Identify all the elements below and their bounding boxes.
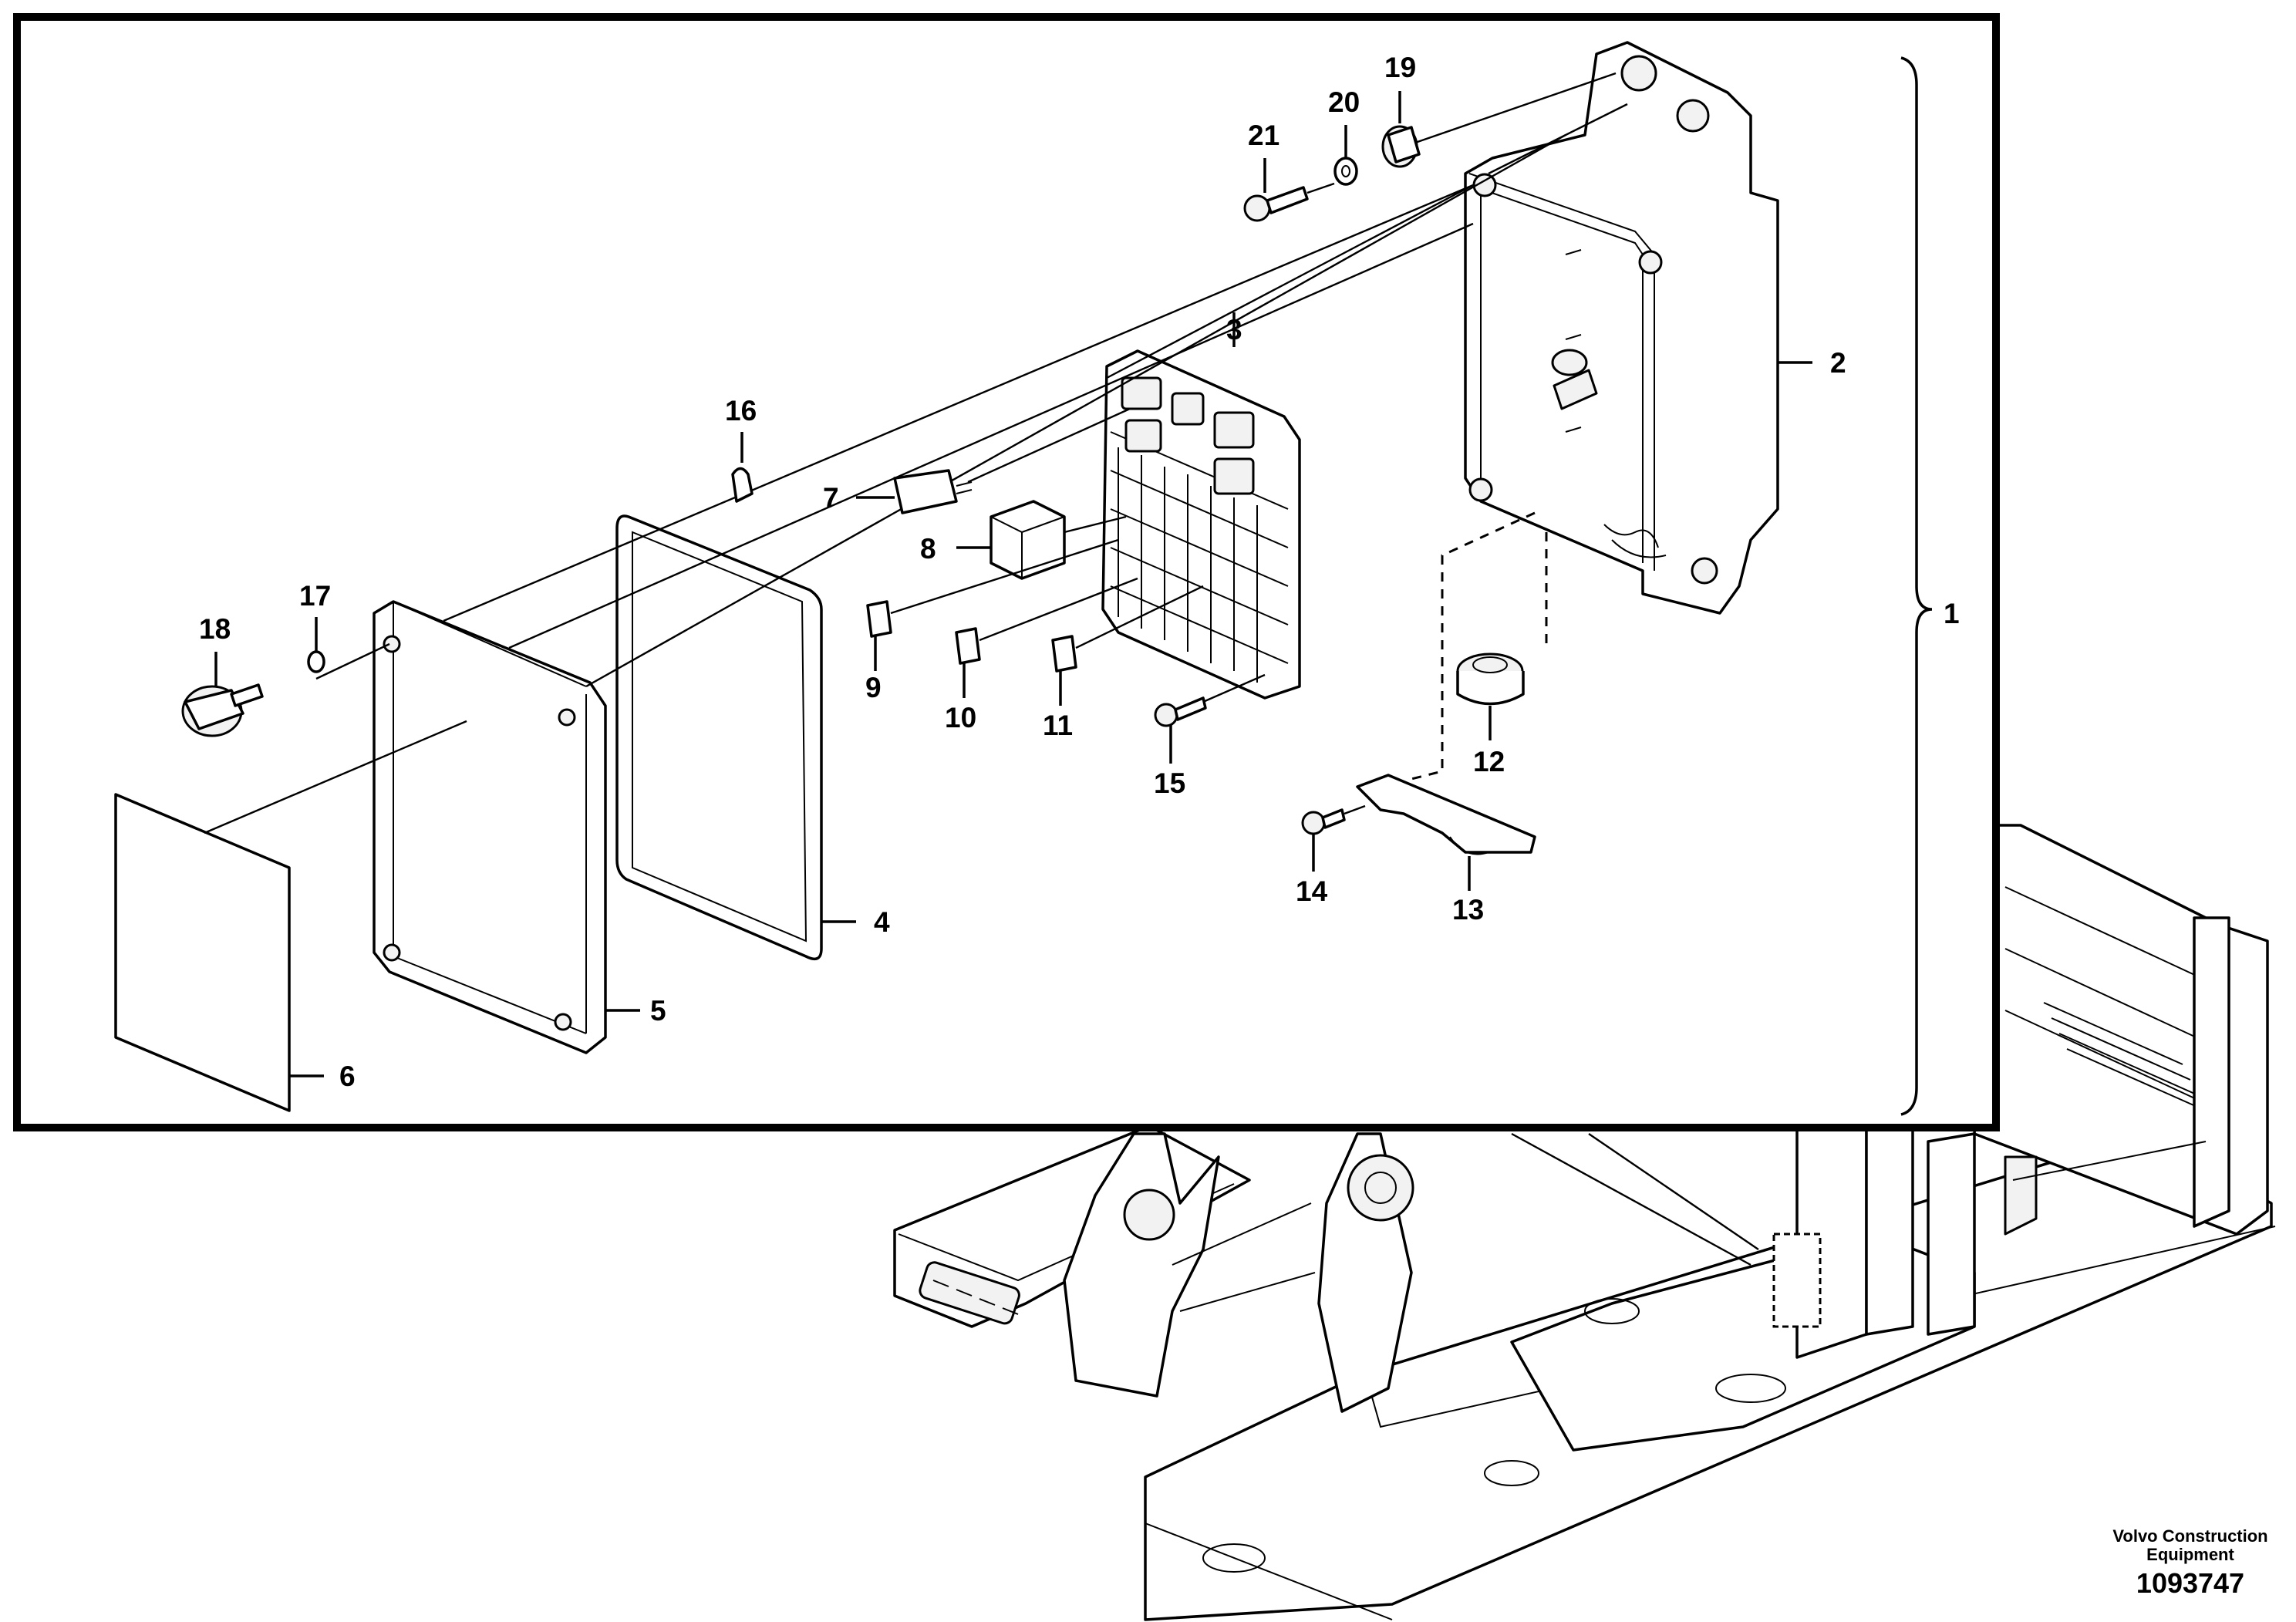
fuse-part-10 (955, 627, 981, 665)
callout-17: 17 (299, 580, 331, 612)
callout-14: 14 (1296, 875, 1328, 907)
callout-15: 15 (1154, 767, 1185, 799)
knob-screw-part-18 (181, 683, 264, 737)
spacer-part-19 (1381, 125, 1421, 168)
callout-labels: 1 2 3 4 5 6 7 8 9 10 11 12 13 14 15 16 1… (199, 52, 1960, 1092)
washer-part-20 (1333, 157, 1358, 186)
bolt-part-14 (1301, 808, 1346, 835)
relay-part-7 (893, 469, 958, 514)
callout-19: 19 (1384, 52, 1416, 83)
relay-part-8 (990, 500, 1066, 580)
callout-1: 1 (1944, 598, 1960, 629)
washer-part-17 (307, 650, 325, 673)
callout-3: 3 (1226, 314, 1242, 346)
callout-2: 2 (1830, 347, 1846, 379)
bolt-part-21 (1243, 186, 1309, 222)
callout-10: 10 (945, 702, 976, 733)
grommet-part-12 (1456, 653, 1525, 706)
callout-21: 21 (1248, 120, 1279, 151)
housing-part-2 (1464, 41, 1779, 615)
assembly-bracket (1900, 56, 1933, 1116)
screw-part-15 (1154, 696, 1207, 727)
callout-18: 18 (199, 613, 231, 645)
exploded-parts (114, 41, 1812, 1112)
fuse-part-11 (1051, 635, 1077, 673)
callout-12: 12 (1473, 746, 1505, 777)
clip-part-16 (731, 467, 754, 503)
publisher-name-line2: Equipment (2146, 1545, 2234, 1564)
gasket-part-4 (615, 514, 823, 961)
callout-16: 16 (725, 395, 757, 427)
machine-frame-illustration (893, 824, 2276, 1621)
callout-8: 8 (920, 533, 936, 565)
cover-part-5 (373, 600, 607, 1054)
publisher-block: Volvo Construction Equipment 1093747 (2082, 1527, 2296, 1600)
callout-11: 11 (1043, 710, 1073, 741)
callout-4: 4 (874, 906, 890, 938)
label-sheet-part-6 (114, 793, 291, 1112)
callout-20: 20 (1328, 86, 1360, 118)
callout-9: 9 (865, 672, 882, 703)
publisher-name-line1: Volvo Construction (2112, 1526, 2268, 1546)
callout-7: 7 (823, 482, 839, 514)
callout-6: 6 (339, 1061, 356, 1092)
callout-5: 5 (650, 995, 666, 1027)
box-location-marker (1772, 1233, 1822, 1328)
figure-number: 1093747 (2136, 1567, 2245, 1599)
fuse-part-9 (866, 600, 892, 638)
callout-13: 13 (1452, 894, 1484, 926)
